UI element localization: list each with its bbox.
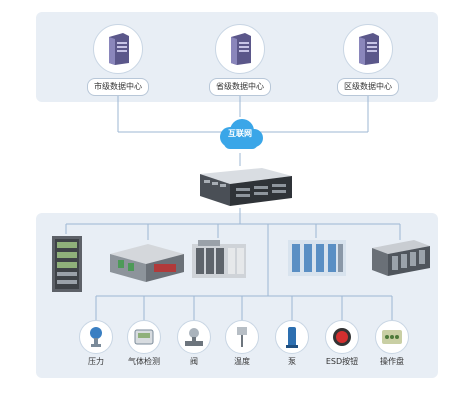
io-module-icon [192, 240, 246, 278]
server-icon [343, 24, 393, 74]
sensor-label: ESD按钮 [325, 357, 359, 366]
server-icon [93, 24, 143, 74]
city-data-center-label: 市级数据中心 [87, 78, 149, 96]
sensor-valve: 阀 [176, 320, 212, 367]
sensor-label: 压力 [88, 357, 104, 366]
sensor-label: 阀 [190, 357, 198, 366]
sensor-gas: 气体检测 [126, 320, 162, 367]
control-cabinet-icon [52, 236, 82, 292]
pump-icon [275, 320, 309, 354]
esd-button-icon [325, 320, 359, 354]
sensor-label: 泵 [288, 357, 296, 366]
cloud-label: 互联网 [228, 129, 252, 138]
gas-detector-icon [127, 320, 161, 354]
sensor-label: 温度 [234, 357, 250, 366]
cloud-icon [220, 119, 263, 149]
temperature-sensor-icon [225, 320, 259, 354]
operation-panel-icon [375, 320, 409, 354]
sensor-pressure: 压力 [78, 320, 114, 367]
sensor-esd: ESD按钮 [324, 320, 360, 367]
province-data-center: 省级数据中心 [206, 24, 274, 96]
plc-rack-icon [372, 240, 430, 276]
sensor-pump: 泵 [274, 320, 310, 367]
control-panel-icon [288, 240, 346, 276]
district-data-center: 区级数据中心 [334, 24, 402, 96]
valve-icon [177, 320, 211, 354]
sensor-label: 气体检测 [128, 357, 160, 366]
district-data-center-label: 区级数据中心 [337, 78, 399, 96]
rack-server-icon [200, 168, 292, 206]
sensor-label: 操作盘 [380, 357, 404, 366]
province-data-center-label: 省级数据中心 [209, 78, 271, 96]
pressure-transmitter-icon [79, 320, 113, 354]
sensor-operation-panel: 操作盘 [374, 320, 410, 367]
sensor-temperature: 温度 [224, 320, 260, 367]
server-icon [215, 24, 265, 74]
plc-module-icon [110, 244, 184, 282]
city-data-center: 市级数据中心 [84, 24, 152, 96]
